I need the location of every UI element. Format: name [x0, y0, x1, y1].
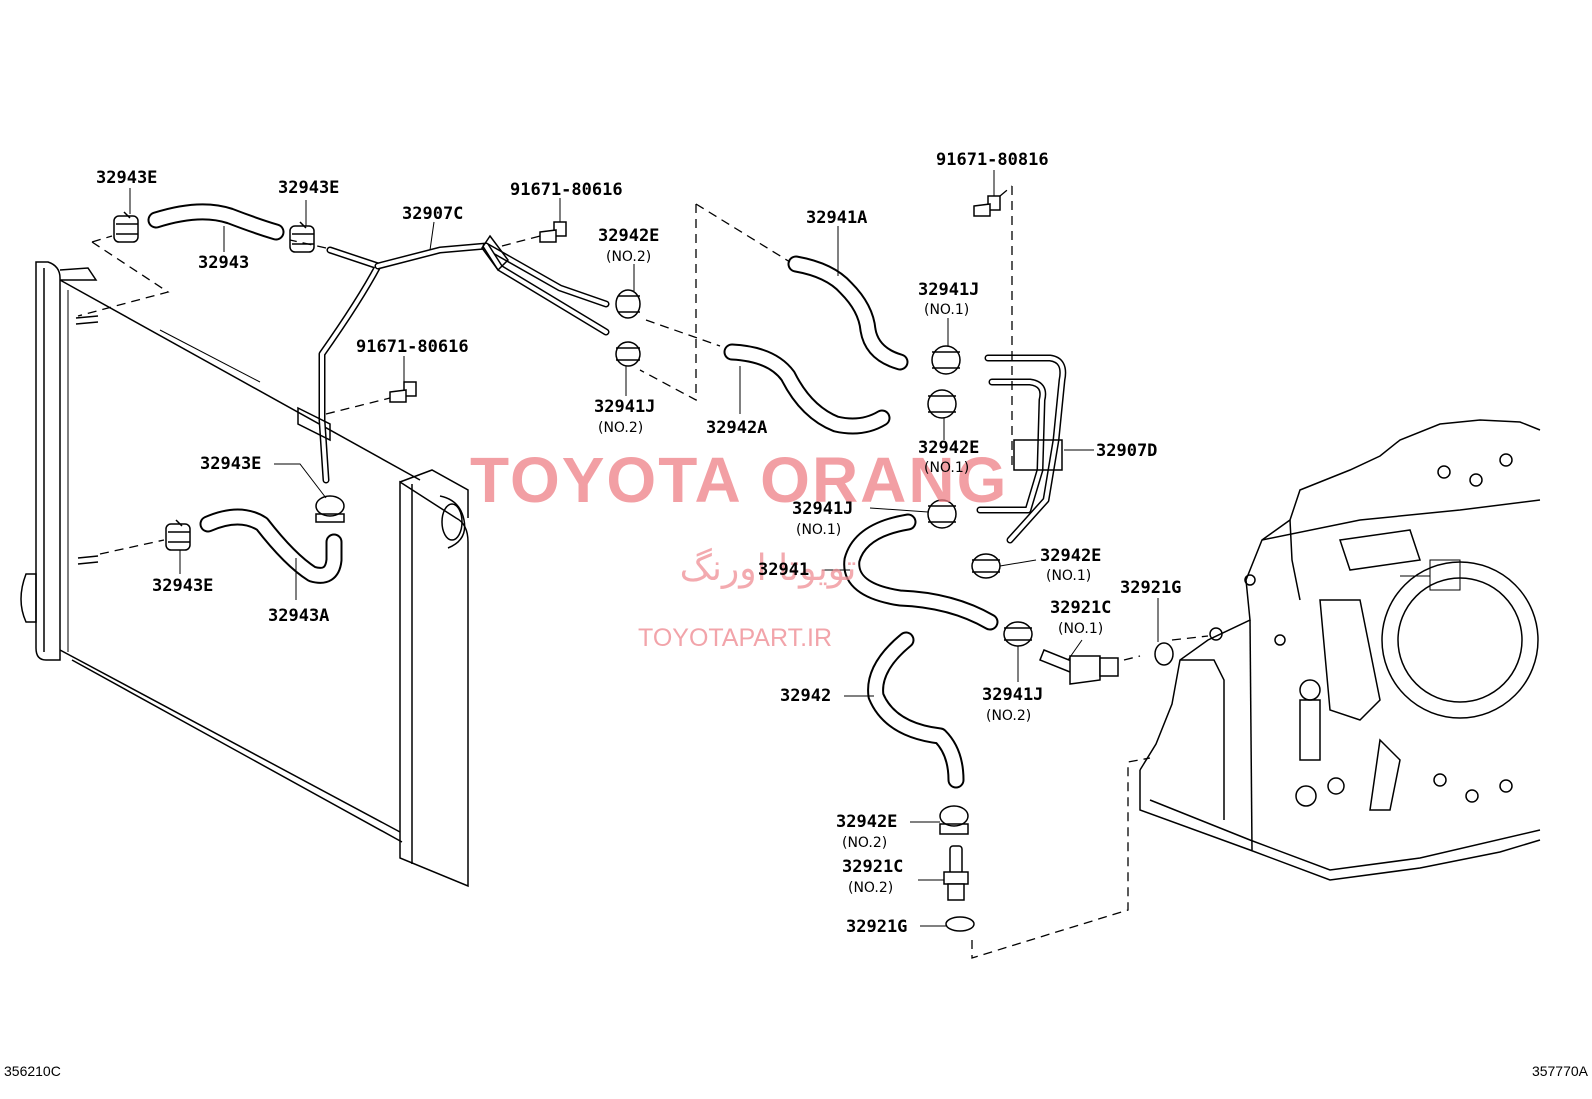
label-32942E-right: 32942E: [1040, 546, 1101, 566]
label-32941J-no1-top-sub: (NO.1): [924, 302, 969, 318]
label-32943A: 32943A: [268, 606, 329, 626]
label-32907C: 32907C: [402, 204, 463, 224]
reference-lines: [77, 185, 1209, 959]
oring-32921G-right: [1154, 642, 1174, 666]
radiator: [20, 261, 469, 888]
label-32921G-right: 32921G: [1120, 578, 1181, 598]
label-32941J-mid-no: (NO.1): [796, 522, 841, 538]
label-32942E-top-no: (NO.2): [606, 249, 651, 265]
oring-32921G-bottom: [945, 916, 975, 932]
label-91671-80616-lower: 91671-80616: [356, 337, 469, 357]
clamp-32943E-lower-left: [165, 519, 191, 551]
label-32942E-no1-mid: 32942E: [918, 438, 979, 458]
clamp-32943E-top-left: [113, 211, 139, 243]
label-91671-80816: 91671-80816: [936, 150, 1049, 170]
label-32942A: 32942A: [706, 418, 767, 438]
hose-32942A: [723, 343, 891, 435]
clamps-32907D-side: [927, 345, 1033, 647]
label-32941J-left: 32941J: [594, 397, 655, 417]
clamp-32941J-no2-left: [615, 341, 641, 367]
label-32941J-low-no: (NO.2): [986, 708, 1031, 724]
label-32921C-bottom: 32921C: [842, 857, 903, 877]
clamp-32942E-no2-bottom: [939, 805, 969, 835]
label-32941A: 32941A: [806, 208, 867, 228]
label-32942E-bottom: 32942E: [836, 812, 897, 832]
label-32941: 32941: [758, 560, 809, 580]
label-32921G-bottom: 32921G: [846, 917, 907, 937]
bolt-91671-80616-lower: [389, 381, 417, 403]
hose-32943A: [199, 508, 343, 584]
label-32942E-no1-mid-sub: (NO.1): [924, 460, 969, 476]
label-32943E-lower-mid: 32943E: [200, 454, 261, 474]
label-32941J-low: 32941J: [982, 685, 1043, 705]
hose-32941A: [787, 255, 909, 371]
label-32943E-top-left: 32943E: [96, 168, 157, 188]
connector-32921C-no1: [1039, 649, 1119, 685]
label-32943E-top-mid: 32943E: [278, 178, 339, 198]
corner-code-right: 357770A: [1532, 1063, 1589, 1079]
label-32921C-top-no: (NO.1): [1058, 621, 1103, 637]
label-32921C-bottom-no: (NO.2): [848, 880, 893, 896]
watermark-farsi: تویوتا اورنگ: [680, 547, 857, 589]
label-32921C-top: 32921C: [1050, 598, 1111, 618]
bolt-91671-80816: [973, 195, 1001, 217]
watermark-brand: TOYOTA ORANG: [470, 444, 1008, 516]
label-32941J-left-no: (NO.2): [598, 420, 643, 436]
label-32943: 32943: [198, 253, 249, 273]
clamp-32943E-top-mid: [289, 221, 315, 253]
corner-code-left: 356210C: [4, 1063, 61, 1079]
watermark-url: TOYOTAPART.IR: [638, 624, 832, 652]
hose-32941: [843, 513, 999, 631]
label-32942E-top: 32942E: [598, 226, 659, 246]
leader-lines: [129, 170, 1159, 927]
clamp-32942E-no2-top: [615, 289, 641, 319]
label-91671-80616-upper: 91671-80616: [510, 180, 623, 200]
label-32942E-bottom-no: (NO.2): [842, 835, 887, 851]
label-32942: 32942: [780, 686, 831, 706]
bolt-91671-80616-upper: [539, 221, 567, 243]
label-32943E-lower-left: 32943E: [152, 576, 213, 596]
pipe-32907C: [297, 234, 610, 484]
clamp-32943E-lower-mid: [315, 495, 345, 523]
label-32942E-right-no: (NO.1): [1046, 568, 1091, 584]
watermark: TOYOTA ORANG تویوتا اورنگ TOYOTAPART.IR: [470, 444, 1008, 652]
part-labels: 32943E 32943 32943E 32907C 91671-80616 3…: [96, 150, 1181, 937]
transmission-case: [1139, 419, 1541, 881]
label-32941J-no1-top: 32941J: [918, 280, 979, 300]
hose-32942: [867, 631, 965, 789]
connector-32921C-no2: [943, 845, 969, 901]
label-32907D: 32907D: [1096, 441, 1157, 461]
hose-32943: [147, 203, 285, 241]
pipe-32907D: [976, 354, 1067, 544]
label-32941J-mid: 32941J: [792, 499, 853, 519]
